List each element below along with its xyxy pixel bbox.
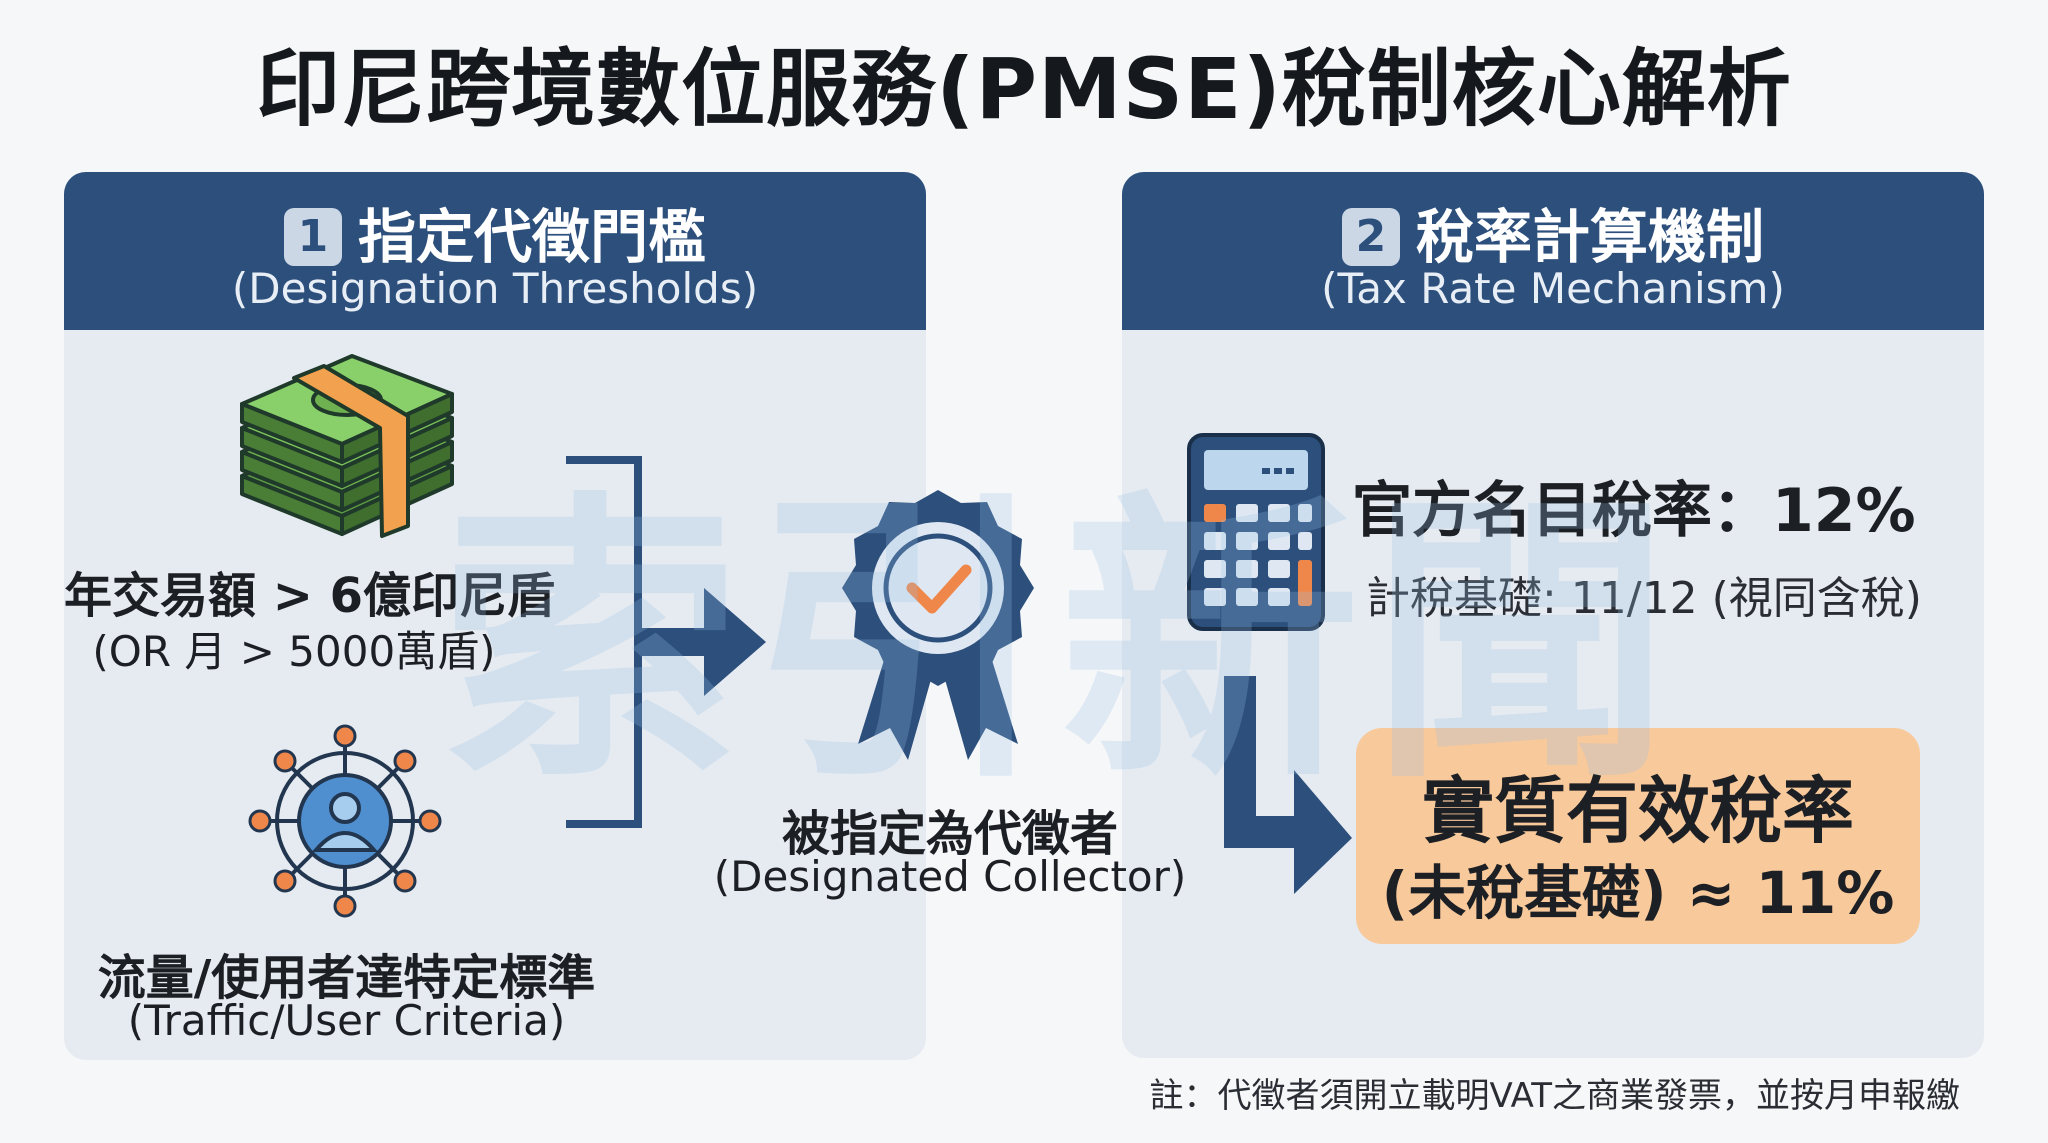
user-network-icon [248,724,442,918]
effective-rate-title: 實質有效稅率 [1421,769,1854,853]
criterion-traffic-main: 流量/使用者達特定標準 [97,950,596,1006]
thresholds-header: 1 指定代徵門檻 (Designation Thresholds) [64,172,926,330]
tax-rate-title: 稅率計算機制 [1415,203,1764,271]
down-right-arrow-icon [1224,676,1352,894]
page-title: 印尼跨境數位服務(PMSE)稅制核心解析 [256,40,1792,138]
tax-rate-panel: 2 稅率計算機制 (Tax Rate Mechanism) [1122,172,1984,1058]
effective-rate-value: (未稅基礎) ≈ 11% [1381,859,1895,927]
thresholds-title: 指定代徵門檻 [357,203,706,271]
criterion-revenue-sub: (OR 月 > 5000萬盾) [92,627,496,676]
collector-label-main: 被指定為代徵者 [781,806,1118,862]
tax-base: 計稅基礎: 11/12 (視同含稅) [1366,573,1922,624]
criterion-traffic-sub: (Traffic/User Criteria) [127,996,566,1045]
step-badge-1: 1 [283,208,342,266]
thresholds-subtitle: (Designation Thresholds) [231,264,759,313]
collector-label-sub: (Designated Collector) [713,852,1187,901]
award-badge-icon [842,490,1034,760]
nominal-rate: 官方名目稅率：12% [1352,476,1916,546]
bracket-arrow-icon [566,456,766,828]
step-badge-2: 2 [1341,208,1400,266]
watermark-text: 索引新聞 [440,469,1680,818]
criterion-revenue-main: 年交易額 > 6億印尼盾 [64,568,556,624]
thresholds-panel: 1 指定代徵門檻 (Designation Thresholds) [64,172,926,1060]
effective-rate-box [1356,728,1920,944]
money-stack-icon [240,354,454,538]
footnote: 註：代徵者須開立載明VAT之商業發票，並按月申報繳 [1149,1076,1960,1116]
tax-rate-header: 2 稅率計算機制 (Tax Rate Mechanism) [1122,172,1984,330]
calculator-icon [1187,433,1325,631]
tax-rate-subtitle: (Tax Rate Mechanism) [1321,264,1785,313]
